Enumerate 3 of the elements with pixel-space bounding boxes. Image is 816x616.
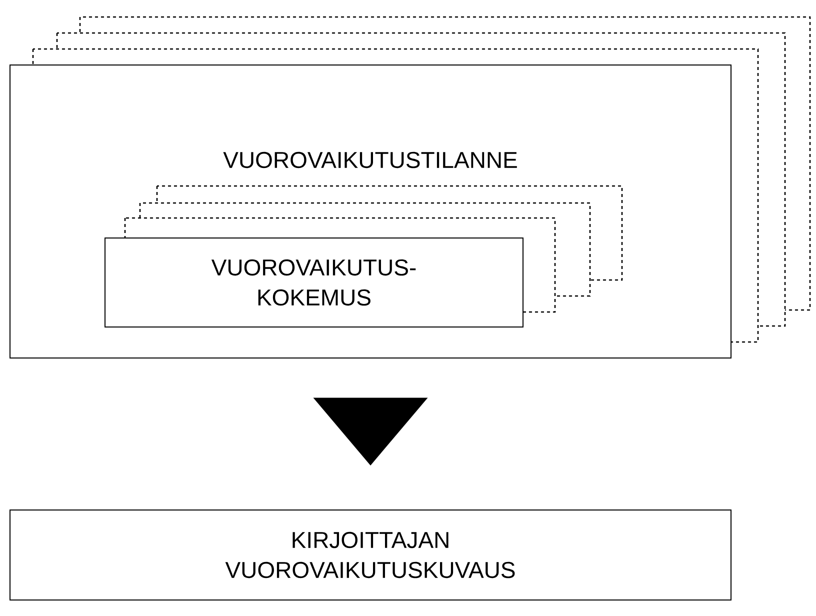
box-label: VUOROVAIKUTUSTILANNE (223, 152, 517, 168)
box-label: VUOROVAIKUTUS- KOKEMUS (211, 259, 416, 306)
box-label: KIRJOITTAJAN VUOROVAIKUTUSKUVAUS (225, 532, 515, 578)
